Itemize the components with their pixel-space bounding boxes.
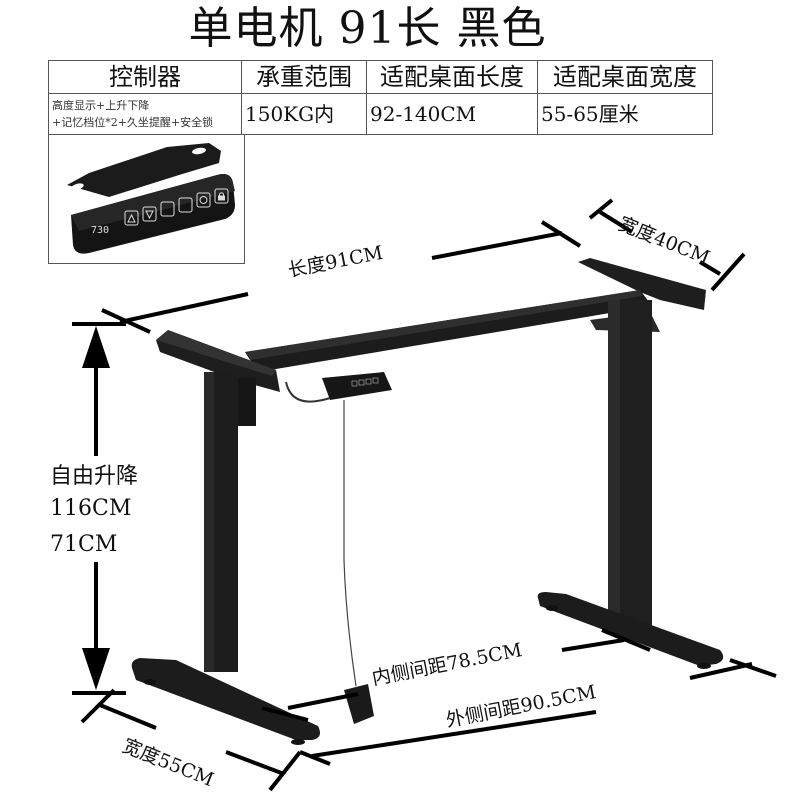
arrow-down-icon xyxy=(82,648,110,690)
dimension-lines xyxy=(72,198,777,792)
value-width: 55-65厘米 xyxy=(537,93,713,135)
controller-features-line2: +记忆档位*2+久坐提醒+安全锁 xyxy=(52,116,214,129)
header-length: 适配桌面长度 xyxy=(366,60,538,94)
controller-display: 730 xyxy=(91,225,109,236)
spec-table: 控制器 承重范围 适配桌面长度 适配桌面宽度 高度显示+上升下降 +记忆档位*2… xyxy=(48,60,713,135)
value-length: 92-140CM xyxy=(366,93,538,135)
lock-button-icon xyxy=(214,188,229,204)
control-box xyxy=(344,684,374,724)
arrow-up-icon xyxy=(82,326,110,368)
sit-button-icon xyxy=(178,197,193,213)
controller-image-cell: 730 xyxy=(48,135,245,264)
controller-features-line1: 高度显示+上升下降 xyxy=(52,99,150,112)
height-min: 71CM xyxy=(50,532,118,557)
down-button-icon xyxy=(142,206,157,222)
spec-table-value-row: 高度显示+上升下降 +记忆档位*2+久坐提醒+安全锁 150KG内 92-140… xyxy=(48,93,713,135)
value-controller: 高度显示+上升下降 +记忆档位*2+久坐提醒+安全锁 xyxy=(48,93,242,135)
up-button-icon xyxy=(124,210,139,226)
reminder-button-icon xyxy=(196,192,211,208)
value-load: 150KG内 xyxy=(241,93,367,135)
height-arrowheads xyxy=(82,326,110,690)
header-controller: 控制器 xyxy=(48,60,242,94)
height-max: 116CM xyxy=(50,496,132,521)
header-width: 适配桌面宽度 xyxy=(537,60,713,94)
spec-table-header-row: 控制器 承重范围 适配桌面长度 适配桌面宽度 xyxy=(48,60,713,94)
height-range-title: 自由升降 xyxy=(50,464,139,489)
stand-button-icon xyxy=(160,201,175,217)
controller-display-value: 730 xyxy=(91,225,109,236)
controller-image: 730 xyxy=(67,143,235,254)
desk-frame xyxy=(131,258,724,745)
product-title: 单电机 91长 黑色 xyxy=(188,3,547,54)
